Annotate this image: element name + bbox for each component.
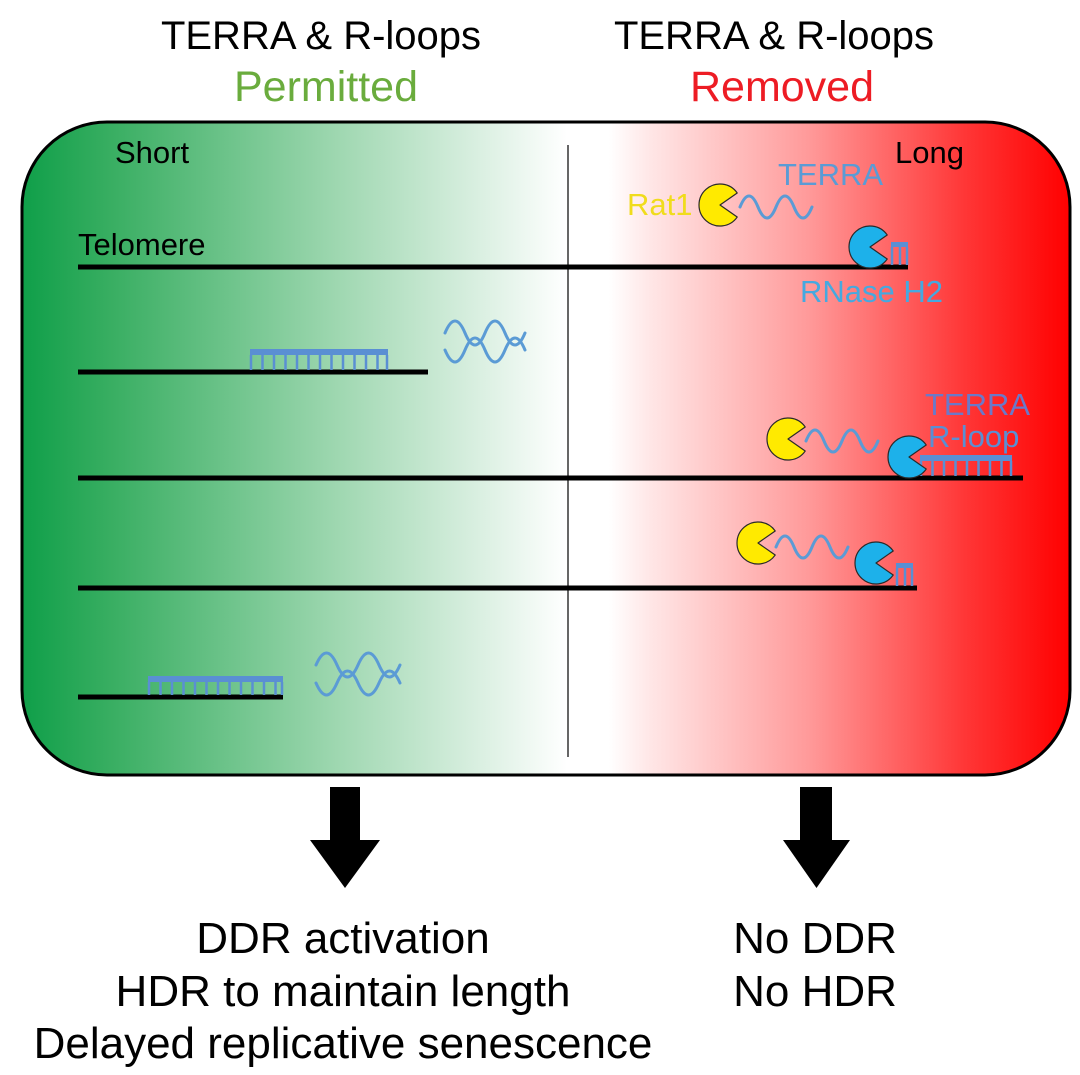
- rat1-enzyme-icon: [766, 417, 806, 461]
- arrow-head: [310, 840, 380, 888]
- terra-rna-strand-row-1: [738, 194, 814, 220]
- hybrid-remnant-row-4: [895, 563, 914, 586]
- rnase-h2-enzyme-icon: [887, 435, 927, 479]
- hybrid-rna-strand: [250, 349, 388, 355]
- left-outcome-line-2: HDR to maintain length: [116, 967, 571, 1016]
- hybrid-rna-strand: [920, 455, 1012, 461]
- hybrid-rna-strand: [148, 676, 283, 682]
- hybrid-remnant-row-1: [890, 242, 909, 265]
- left-heading-title: TERRA & R-loops: [161, 14, 481, 58]
- right-heading-status: Removed: [690, 63, 874, 111]
- rnase-h2-enzyme-icon: [848, 225, 888, 269]
- rat1-label: Rat1: [627, 187, 692, 222]
- right-outcome-line-1: No DDR: [733, 914, 897, 963]
- left-down-arrow-icon: [310, 787, 380, 888]
- left-outcome-line-1: DDR activation: [196, 914, 489, 963]
- rna-dna-hybrid-row-5: [147, 676, 284, 695]
- left-outcome-line-3: Delayed replicative senescence: [34, 1019, 653, 1068]
- rat1-enzyme-icon: [698, 183, 738, 227]
- rna-dna-hybrid-row-2: [249, 349, 389, 370]
- rnase-h2-enzyme-icon: [854, 541, 894, 585]
- rat1-enzyme-icon: [736, 521, 776, 565]
- free-terra-pair-row-2: [443, 319, 527, 364]
- hybrid-base-pairs: [895, 568, 914, 586]
- hybrid-rna-strand: [896, 563, 913, 568]
- hybrid-base-pairs: [249, 355, 389, 370]
- long-telomere-label: Long: [895, 135, 964, 170]
- hybrid-base-pairs: [147, 682, 284, 695]
- right-down-arrow-icon: [783, 787, 850, 888]
- arrow-head: [783, 840, 850, 888]
- left-heading-status: Permitted: [234, 63, 418, 111]
- terra-rloop-label: TERRA: [925, 387, 1030, 422]
- short-telomere-label: Short: [115, 135, 189, 170]
- arrow-shaft: [330, 787, 360, 842]
- right-outcome-line-2: No HDR: [733, 967, 897, 1016]
- terra-rna-strand: [443, 319, 527, 347]
- terra-label: TERRA: [778, 157, 883, 192]
- terra-rna-strand-row-3: [804, 428, 880, 454]
- rloop-label: R-loop: [928, 419, 1019, 454]
- right-heading-title: TERRA & R-loops: [614, 14, 934, 58]
- terra-rna-strand: [443, 336, 527, 364]
- terra-rna-strand: [314, 669, 402, 697]
- arrow-shaft: [800, 787, 832, 842]
- free-terra-pair-row-5: [314, 651, 402, 697]
- rnase-h2-label: RNase H2: [800, 274, 943, 309]
- telomere-panel: [20, 120, 1072, 777]
- hybrid-base-pairs: [890, 247, 909, 265]
- hybrid-rna-strand: [891, 242, 908, 247]
- telomere-label: Telomere: [78, 227, 206, 262]
- terra-rna-strand-row-4: [774, 534, 850, 560]
